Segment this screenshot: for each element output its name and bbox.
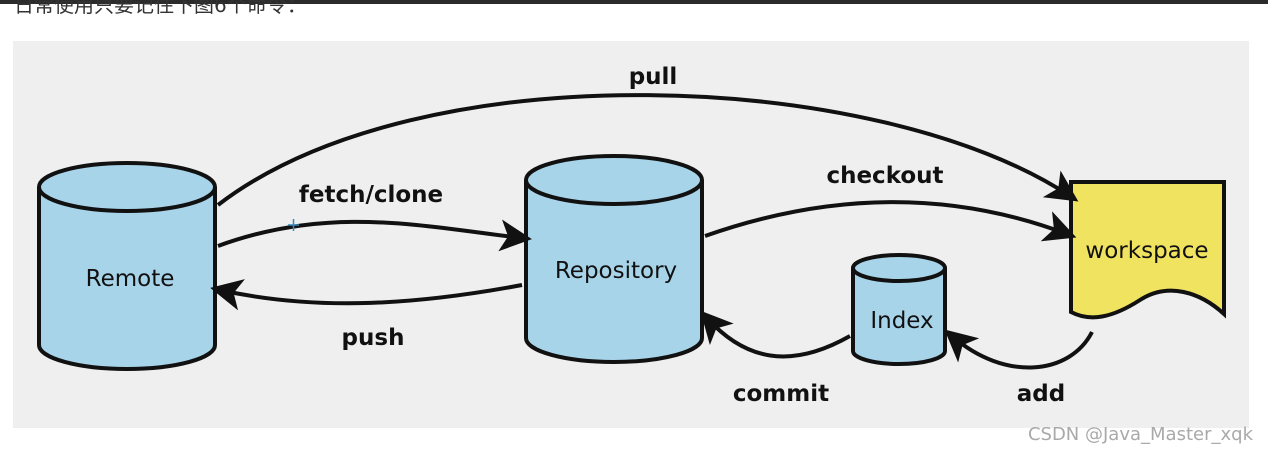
index-label: Index [870, 308, 933, 334]
workspace-label: workspace [1085, 238, 1208, 264]
index-node: Index [851, 253, 947, 366]
workspace-node: workspace [1069, 180, 1226, 320]
fetch-clone-arrow [217, 219, 532, 252]
pull-label: pull [629, 64, 678, 90]
repository-node: Repository [524, 154, 704, 364]
commit-label: commit [733, 381, 829, 407]
repository-label: Repository [555, 258, 677, 284]
watermark: CSDN @Java_Master_xqk [1027, 424, 1253, 445]
checkout-label: checkout [826, 163, 943, 189]
pull-arrow [216, 93, 1079, 207]
fetch-clone-label: fetch/clone [299, 182, 443, 208]
remote-label: Remote [86, 266, 175, 292]
top-border [0, 0, 1268, 4]
remote-node: Remote [37, 161, 217, 371]
add-label: add [1017, 381, 1065, 407]
push-arrow [210, 279, 523, 311]
checkout-arrow [704, 200, 1077, 242]
add-arrow [944, 329, 1094, 370]
cursor-icon [288, 219, 299, 231]
page-caption: 日常使用只要记住下图6个命令： [14, 0, 307, 17]
push-label: push [342, 325, 405, 351]
commit-arrow [700, 310, 851, 359]
